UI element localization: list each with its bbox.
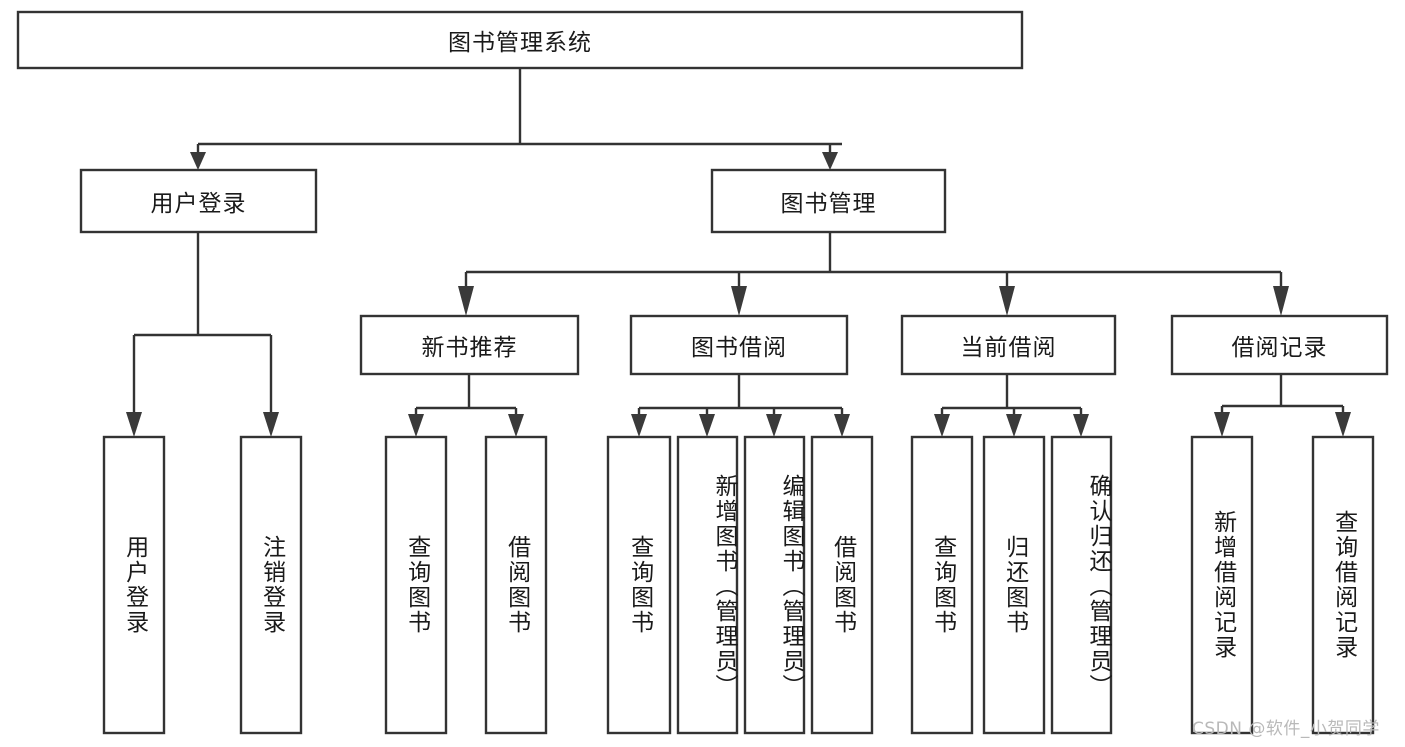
connector-group-borrow-record — [1214, 374, 1351, 437]
node-box-root[interactable] — [16, 10, 1024, 70]
node-box-current-borrow[interactable] — [900, 314, 1117, 376]
node-label-new-book-recommend: 新书推荐 — [421, 335, 518, 361]
node-box-leaf-add-book[interactable] — [676, 435, 739, 735]
node-label-leaf-user-login: 用户登录 — [121, 535, 148, 635]
arrow-head-book-borrow — [731, 286, 747, 316]
connector-group-book-manage — [458, 232, 1289, 316]
node-label-leaf-query-borrow-record: 查询借阅记录 — [1330, 510, 1357, 660]
node-box-new-book-recommend[interactable] — [359, 314, 580, 376]
node-label-user-login: 用户登录 — [150, 191, 247, 217]
node-box-book-manage[interactable] — [710, 168, 947, 234]
node-label-book-borrow: 图书借阅 — [691, 335, 787, 361]
node-box-user-login[interactable] — [79, 168, 318, 234]
connector-group-root — [190, 68, 842, 170]
csdn-watermark: CSDN @软件_小贺同学 — [1192, 719, 1380, 739]
arrow-head-leaf-query-book-current — [934, 414, 950, 437]
arrow-head-leaf-edit-book — [766, 414, 782, 437]
node-box-borrow-record[interactable] — [1170, 314, 1389, 376]
arrow-head-leaf-add-borrow-record — [1214, 412, 1230, 437]
arrow-head-leaf-user-login — [126, 412, 142, 437]
node-label-leaf-add-book: 新增图书（管理员） — [711, 473, 737, 699]
node-label-root: 图书管理系统 — [448, 30, 592, 56]
node-label-leaf-logout: 注销登录 — [258, 535, 285, 635]
node-box-leaf-user-login[interactable] — [102, 435, 166, 735]
node-box-leaf-add-borrow-record[interactable] — [1190, 435, 1254, 735]
connector-group-new-book-recommend — [408, 374, 524, 437]
arrow-head-borrow-record — [1273, 286, 1289, 316]
node-box-leaf-query-book-current[interactable] — [910, 435, 974, 735]
arrow-head-leaf-add-book — [699, 414, 715, 437]
node-box-leaf-edit-book[interactable] — [743, 435, 806, 735]
arrow-head-leaf-query-borrow-record — [1335, 412, 1351, 437]
arrow-head-leaf-return-book — [1006, 414, 1022, 437]
node-label-leaf-borrow-book-recommend: 借阅图书 — [503, 535, 530, 635]
connector-group-book-borrow — [631, 374, 850, 437]
node-box-leaf-query-book-borrow[interactable] — [606, 435, 672, 735]
arrow-head-leaf-borrow-book-recommend — [508, 414, 524, 437]
node-box-leaf-borrow-book[interactable] — [810, 435, 874, 735]
node-box-leaf-borrow-book-recommend[interactable] — [484, 435, 548, 735]
node-box-leaf-query-book-recommend[interactable] — [384, 435, 448, 735]
node-label-leaf-query-book-current: 查询图书 — [929, 535, 956, 635]
node-box-leaf-return-book[interactable] — [982, 435, 1046, 735]
node-box-leaf-logout[interactable] — [239, 435, 303, 735]
connector-group-user-login — [126, 232, 279, 437]
arrow-head-user-login — [190, 152, 206, 170]
arrow-head-leaf-query-book-borrow — [631, 414, 647, 437]
node-label-borrow-record: 借阅记录 — [1231, 335, 1328, 361]
node-label-leaf-query-book-borrow: 查询图书 — [626, 535, 653, 635]
node-label-leaf-confirm-return: 确认归还（管理员） — [1085, 473, 1111, 699]
arrow-head-book-manage — [822, 152, 838, 170]
node-label-current-borrow: 当前借阅 — [960, 335, 1057, 361]
arrow-head-leaf-confirm-return — [1073, 414, 1089, 437]
node-box-leaf-confirm-return[interactable] — [1050, 435, 1113, 735]
node-box-book-borrow[interactable] — [629, 314, 849, 376]
node-label-book-manage: 图书管理 — [780, 191, 877, 217]
arrow-head-current-borrow — [999, 286, 1015, 316]
arrow-head-leaf-logout — [263, 412, 279, 437]
arrow-head-leaf-query-book-recommend — [408, 414, 424, 437]
arrow-head-new-book-recommend — [458, 286, 474, 316]
connector-group-current-borrow — [934, 374, 1089, 437]
node-box-leaf-query-borrow-record[interactable] — [1311, 435, 1375, 735]
arrow-head-leaf-borrow-book — [834, 414, 850, 437]
node-label-leaf-borrow-book: 借阅图书 — [829, 535, 856, 635]
node-label-leaf-edit-book: 编辑图书（管理员） — [778, 473, 804, 699]
node-label-leaf-return-book: 归还图书 — [1001, 535, 1028, 635]
node-label-leaf-query-book-recommend: 查询图书 — [403, 535, 430, 635]
node-label-leaf-add-borrow-record: 新增借阅记录 — [1209, 510, 1236, 660]
